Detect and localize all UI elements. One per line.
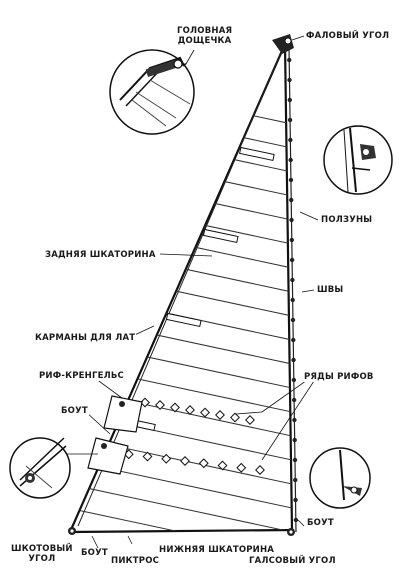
slide xyxy=(287,117,293,123)
label-headboard-line1: ГОЛОВНАЯ xyxy=(177,26,233,36)
label-batten-pockets: КАРМАНЫ ДЛЯ ЛАТ xyxy=(34,333,137,343)
reef-point xyxy=(236,462,247,473)
slide xyxy=(292,457,298,463)
label-reef-cringle: РИФ-КРЕНГЕЛЬС xyxy=(38,371,125,381)
slide xyxy=(289,237,295,243)
slide xyxy=(291,357,296,363)
slide xyxy=(292,437,297,443)
slide xyxy=(287,97,293,103)
slide xyxy=(290,277,295,283)
label-tack: ГАЛСОВЫЙ УГОЛ xyxy=(248,556,337,566)
label-head-corner: ФАЛОВЫЙ УГОЛ xyxy=(305,31,391,41)
slide xyxy=(287,57,292,63)
reef-point xyxy=(170,402,180,413)
seam-line xyxy=(70,501,292,532)
inset-slides xyxy=(323,125,393,195)
inset-clew xyxy=(9,437,71,499)
reef-point xyxy=(161,453,172,464)
slide xyxy=(290,297,295,303)
reef-point xyxy=(215,410,225,420)
slide xyxy=(289,197,294,203)
label-leech: ЗАДНЯЯ ШКАТОРИНА xyxy=(44,250,157,260)
reef-point xyxy=(230,412,240,423)
slide xyxy=(289,217,294,223)
label-bout-left: БОУТ xyxy=(60,406,89,416)
reef-cringle-patch xyxy=(103,395,143,433)
reef-point xyxy=(217,460,228,471)
slide xyxy=(288,157,293,163)
slide xyxy=(293,517,299,523)
reef-point xyxy=(140,397,150,408)
label-foot: НИЖНЯЯ ШКАТОРИНА xyxy=(158,545,276,555)
label-headboard-line2: ДОЩЕЧКА xyxy=(177,36,232,46)
label-clew-line2: УГОЛ xyxy=(28,554,56,564)
reef-point xyxy=(180,456,190,466)
slide xyxy=(291,377,297,383)
reef-point xyxy=(185,405,195,415)
label-bout-bottom: БОУТ xyxy=(80,548,109,558)
label-slides: ПОЛЗУНЫ xyxy=(320,215,374,225)
headboard xyxy=(272,34,294,54)
inset-tack xyxy=(309,447,371,509)
label-boltrope: ПИКТРОС xyxy=(110,556,161,566)
reef-point xyxy=(198,458,209,469)
slide xyxy=(290,317,296,323)
bout-patch xyxy=(87,437,129,475)
slide xyxy=(287,77,292,83)
slide xyxy=(288,137,293,143)
sail-details xyxy=(87,57,299,523)
label-clew-line1: ШКОТОВЫЙ xyxy=(11,544,73,554)
label-bout-right: БОУТ xyxy=(306,518,335,528)
bout-cringle xyxy=(101,443,107,449)
reef-point xyxy=(200,407,210,418)
slide xyxy=(288,177,294,183)
slide xyxy=(293,477,298,483)
label-clew: ШКОТОВЫЙ УГОЛ xyxy=(10,544,74,564)
label-seams: ШВЫ xyxy=(316,285,345,295)
reef-point xyxy=(155,400,165,410)
slide xyxy=(293,497,298,503)
slide xyxy=(289,257,295,263)
label-reef-rows: РЯДЫ РИФОВ xyxy=(303,372,375,382)
batten-pocket xyxy=(239,146,275,162)
slide xyxy=(292,417,297,423)
slide xyxy=(291,337,296,343)
batten-pocket xyxy=(165,312,202,328)
reef-point xyxy=(245,415,255,425)
label-headboard: ГОЛОВНАЯ ДОЩЕЧКА xyxy=(176,26,234,46)
slide xyxy=(291,397,297,403)
batten-pocket xyxy=(202,228,239,244)
inset-headboard xyxy=(109,49,195,135)
reef-cringle xyxy=(119,401,125,407)
reef-point xyxy=(142,451,153,462)
reef-point xyxy=(255,465,265,475)
